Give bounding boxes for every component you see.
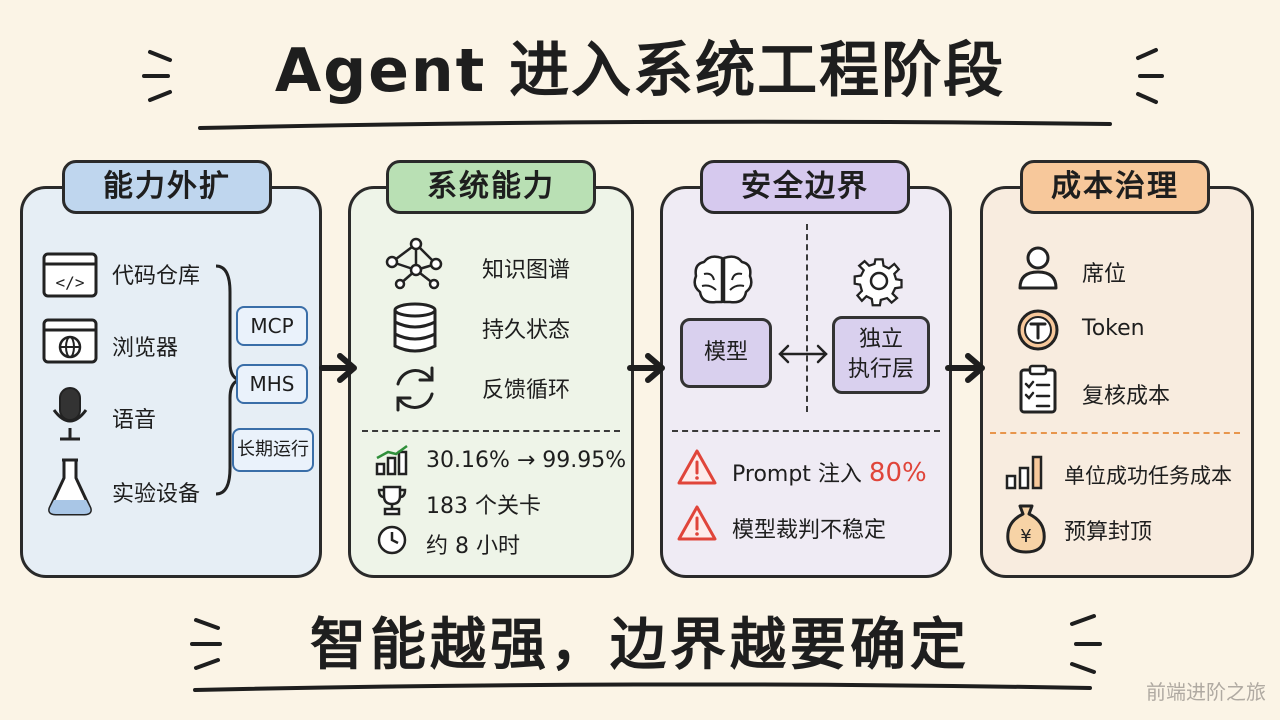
risk-prompt-injection-value: 80% [868,458,927,488]
tag-cost: 成本治理 [1020,160,1210,214]
protocol-mhs: MHS [236,364,308,404]
model-box: 模型 [680,318,772,388]
brain-icon [693,255,753,304]
item-code-repo: 代码仓库 [112,264,201,289]
microphone-icon [52,387,88,441]
tag-security: 安全边界 [700,160,910,214]
flask-icon [48,458,92,516]
item-lab-equipment: 实验设备 [112,482,201,507]
user-icon [1018,246,1058,290]
metric-unit-task-cost: 单位成功任务成本 [1064,464,1232,488]
tag-system: 系统能力 [386,160,596,214]
item-seats: 席位 [1082,262,1127,287]
gear-icon [853,258,903,307]
trophy-icon [377,485,407,516]
warning-icon [677,505,717,541]
arrow-right-icon [319,353,357,383]
item-review-cost: 复核成本 [1082,384,1171,409]
watermark: 前端进阶之旅 [1146,680,1266,704]
bar-chart-icon [1005,455,1043,490]
execution-layer-line2: 执行层 [847,357,914,382]
metric-budget-cap: 预算封顶 [1064,520,1153,545]
tag-capability: 能力外扩 [62,160,272,214]
risk-prompt-injection-label: Prompt 注入 [732,462,862,487]
arrow-right-icon [627,353,665,383]
execution-layer-box: 独立 执行层 [832,316,930,394]
page-title: Agent 进入系统工程阶段 [274,36,1006,106]
stat-accuracy: 30.16% → 99.95% [426,448,627,473]
database-icon [393,302,437,353]
footer-slogan: 智能越强，边界越要确定 [310,613,970,678]
item-token: Token [1082,316,1145,341]
item-knowledge-graph: 知识图谱 [482,258,571,283]
svg-text:</>: </> [56,273,85,292]
divider [362,430,620,432]
stat-duration: 约 8 小时 [426,534,520,559]
protocol-long-running: 长期运行 [232,428,314,472]
divider [672,430,940,432]
refresh-cycle-icon [396,366,434,412]
money-bag-icon: ¥ [1006,504,1046,554]
item-voice: 语音 [112,408,157,433]
knowledge-graph-icon [385,237,443,290]
svg-text:¥: ¥ [1020,526,1031,547]
browser-icon [42,318,98,364]
stat-levels: 183 个关卡 [426,494,541,519]
risk-prompt-injection: Prompt 注入 80% [732,456,927,488]
code-window-icon: </> [42,252,98,298]
arrow-right-icon [945,353,985,383]
warning-icon [677,449,717,485]
execution-layer-line1: 独立 [858,327,903,352]
risk-model-judge: 模型裁判不稳定 [732,518,887,543]
growth-chart-icon [375,444,408,476]
protocol-mcp: MCP [236,306,308,346]
divider [990,432,1240,434]
clipboard-checklist-icon [1019,364,1057,414]
bidirectional-arrow-icon [778,344,828,364]
item-browser: 浏览器 [112,336,179,361]
vertical-divider [806,224,808,412]
item-feedback-loop: 反馈循环 [482,378,571,403]
token-coin-icon [1017,309,1059,351]
clock-icon [377,525,407,555]
item-persistent-state: 持久状态 [482,318,571,343]
